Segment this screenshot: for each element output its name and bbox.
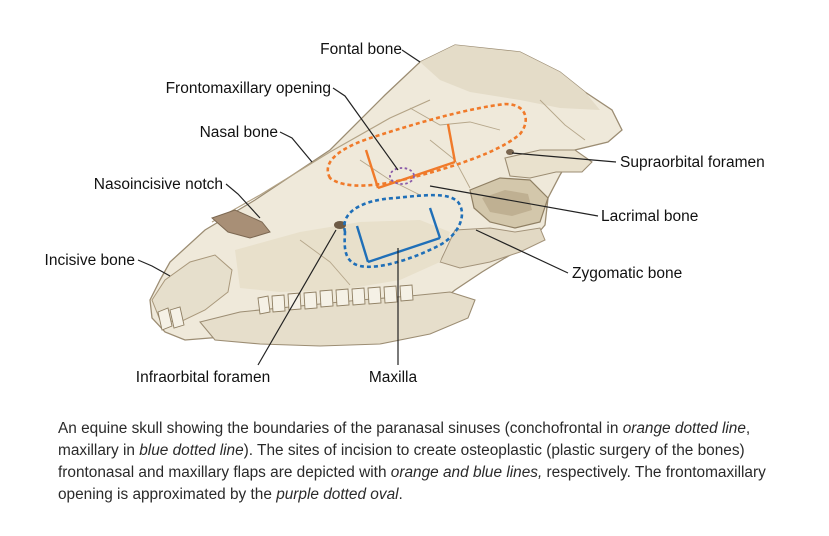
leader-fontal-bone [401, 49, 421, 63]
maxillary-sinus-boundary [343, 193, 464, 269]
nasal-ridge [211, 99, 431, 223]
maxillary-flap-incision [355, 207, 442, 264]
orbit-inner [482, 190, 532, 216]
teeth-row [157, 284, 414, 331]
label-lacrimal-bone: Lacrimal bone [601, 208, 698, 225]
conchofrontal-sinus-boundary [326, 102, 528, 187]
leader-infraorbital-foramen [257, 229, 337, 366]
zygomatic-arch [504, 149, 593, 179]
frontonasal-flap-incision [364, 123, 457, 190]
caption-part-3: ). The sites of incision to create osteo… [58, 442, 745, 481]
infraorbital-foramen-shape [334, 221, 346, 229]
leader-nasoincisive-notch [225, 183, 261, 219]
leader-nasal-bone [279, 131, 313, 163]
caption-emphasis-purple-oval: purple dotted oval [276, 486, 399, 503]
frontomaxillary-opening-oval [389, 167, 415, 185]
caption-part-4: respectively. The frontomaxillary openin… [58, 464, 766, 503]
caption-part-1: An equine skull showing the boundaries o… [58, 420, 623, 437]
label-zygomatic-bone: Zygomatic bone [572, 265, 682, 282]
label-nasal-bone: Nasal bone [200, 124, 278, 141]
caption-emphasis-orange-dotted: orange dotted line [622, 420, 746, 437]
label-fontal-bone: Fontal bone [320, 41, 402, 58]
figure-caption: An equine skull showing the boundaries o… [58, 418, 778, 506]
leader-incisive-bone [137, 259, 171, 277]
caption-emphasis-blue-dotted: blue dotted line [139, 442, 244, 459]
skull-illustration [149, 44, 623, 347]
equine-skull-diagram: Fontal bone Frontomaxillary opening Nasa… [45, 41, 765, 386]
leader-zygomatic-bone [475, 229, 569, 274]
leader-frontomaxillary-opening [332, 87, 399, 171]
leader-supraorbital-foramen [511, 152, 617, 163]
label-infraorbital-foramen: Infraorbital foramen [136, 369, 270, 386]
leader-lines [137, 49, 617, 366]
label-incisive-bone: Incisive bone [45, 252, 135, 269]
maxilla-shading [235, 220, 450, 292]
labels: Fontal bone Frontomaxillary opening Nasa… [45, 41, 765, 386]
supraorbital-foramen-shape [506, 149, 514, 155]
leader-lacrimal-bone [429, 185, 599, 217]
caption-emphasis-flap-lines: orange and blue lines, [390, 464, 543, 481]
caption-part-2: , maxillary in [58, 420, 751, 459]
facial-crest [439, 227, 546, 269]
nasoincisive-notch-shape [211, 209, 271, 239]
caption-part-5: . [398, 486, 403, 503]
cranium-shading [420, 45, 600, 110]
label-maxilla: Maxilla [369, 369, 418, 386]
label-supraorbital-foramen: Supraorbital foramen [620, 154, 765, 171]
sinus-overlays [326, 102, 528, 269]
label-frontomaxillary-opening: Frontomaxillary opening [166, 80, 331, 97]
label-nasoincisive-notch: Nasoincisive notch [94, 176, 223, 193]
